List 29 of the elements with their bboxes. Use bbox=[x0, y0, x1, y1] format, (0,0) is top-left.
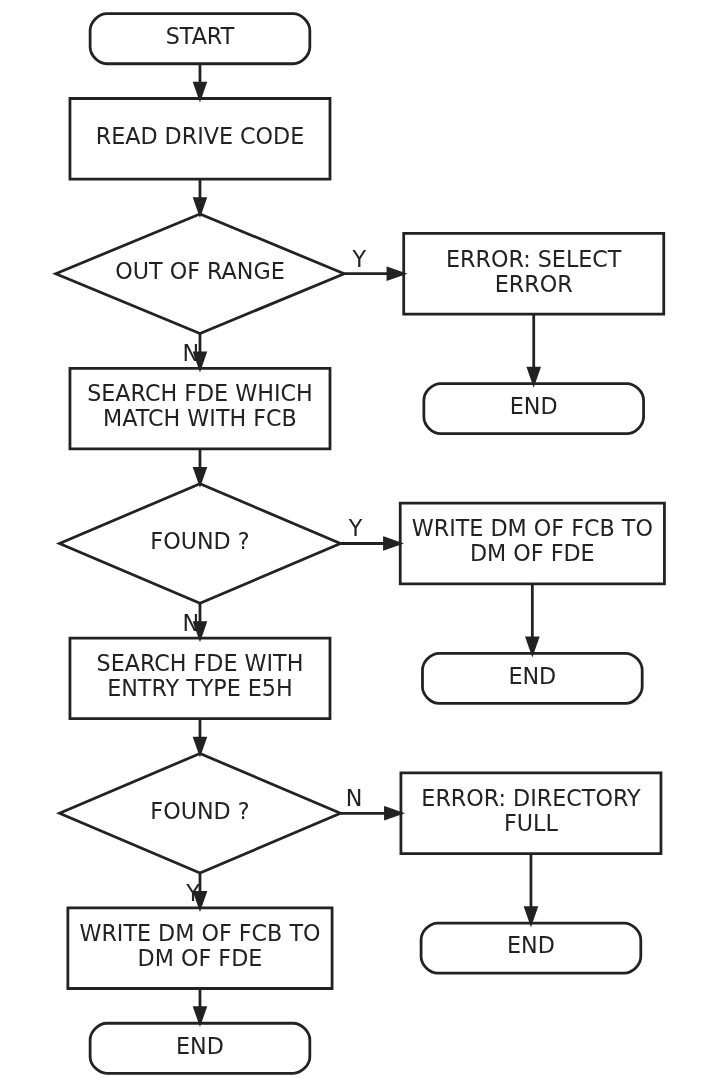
arrow bbox=[192, 603, 207, 643]
arrow bbox=[525, 314, 541, 388]
arrow bbox=[339, 536, 404, 551]
arrow bbox=[192, 449, 207, 488]
node-box: END bbox=[421, 382, 645, 436]
arrow bbox=[523, 853, 538, 928]
node-box: SEARCH FDE WITH ENTRY TYPE E5H bbox=[68, 636, 331, 721]
node-box: ERROR: SELECT ERROR bbox=[401, 232, 665, 316]
node-box: END bbox=[419, 921, 642, 975]
node-box: READ DRIVE CODE bbox=[68, 97, 331, 181]
node-box: WRITE DM OF FCB TO DM OF FDE bbox=[398, 501, 666, 586]
node-box: END bbox=[420, 651, 644, 705]
arrow bbox=[192, 873, 207, 912]
arrow bbox=[192, 988, 207, 1028]
arrow bbox=[524, 583, 540, 658]
node-box: START bbox=[88, 12, 311, 66]
node-diamond: FOUND ? bbox=[55, 751, 344, 875]
arrow bbox=[192, 64, 207, 103]
node-box: SEARCH FDE WHICH MATCH WITH FCB bbox=[68, 366, 331, 451]
arrow bbox=[343, 266, 407, 282]
arrow bbox=[192, 718, 207, 758]
node-box: ERROR: DIRECTORY FULL bbox=[399, 771, 662, 855]
arrow bbox=[192, 179, 207, 219]
node-box: WRITE DM OF FCB TO DM OF FDE bbox=[66, 906, 333, 990]
arrow bbox=[340, 805, 405, 821]
edge-label: Y bbox=[351, 245, 366, 272]
edge-label: Y bbox=[348, 515, 362, 542]
node-box: END bbox=[88, 1021, 311, 1075]
edge-label: N bbox=[345, 785, 362, 812]
